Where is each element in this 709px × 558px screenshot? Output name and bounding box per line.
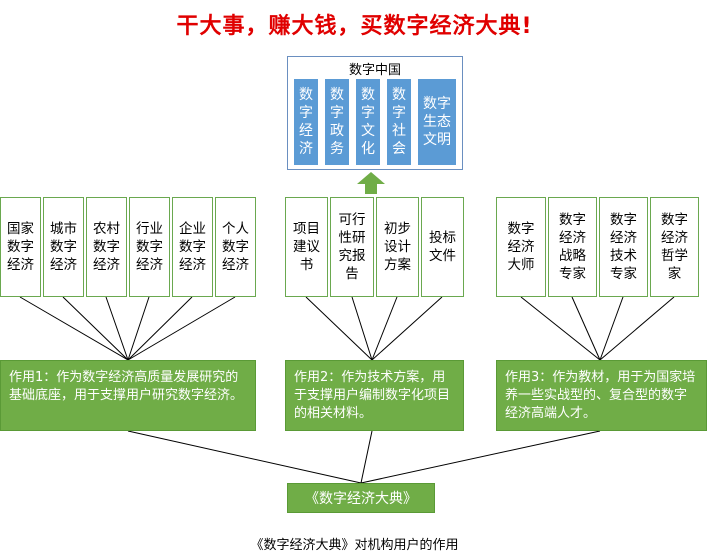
box-tech-expert: 数字经济技术专家 bbox=[599, 197, 648, 297]
role-1-box: 作用1：作为数字经济高质量发展研究的基础底座，用于支撑用户研究数字经济。 bbox=[0, 360, 256, 431]
box-national: 国家数字经济 bbox=[0, 197, 41, 297]
headline: 干大事，赚大钱，买数字经济大典! bbox=[176, 14, 533, 39]
role-1-text: 作用1：作为数字经济高质量发展研究的基础底座，用于支撑用户研究数字经济。 bbox=[9, 370, 244, 403]
role-2-box: 作用2：作为技术方案，用于支撑用户编制数字化项目的相关材料。 bbox=[285, 360, 464, 431]
digital-ecology-box: 数字生态文明 bbox=[418, 79, 456, 165]
digital-economy-box: 数字经济 bbox=[294, 79, 318, 165]
box-proposal: 项目建议书 bbox=[285, 197, 328, 297]
box-philosopher: 数字经济哲学家 bbox=[650, 197, 699, 297]
role-3-box: 作用3：作为教材，用于为国家培养一些实战型的、复合型的数字经济高端人才。 bbox=[496, 360, 707, 431]
box-bid: 投标文件 bbox=[421, 197, 464, 297]
digital-china-title: 数字中国 bbox=[348, 63, 401, 78]
digital-society-box: 数字社会 bbox=[387, 79, 411, 165]
box-strategy-expert: 数字经济战略专家 bbox=[548, 197, 597, 297]
box-city: 城市数字经济 bbox=[43, 197, 84, 297]
box-personal: 个人数字经济 bbox=[215, 197, 256, 297]
box-design: 初步设计方案 bbox=[376, 197, 419, 297]
digital-china-box: 数字中国 数字经济 数字政务 数字文化 数字社会 数字生态文明 bbox=[287, 56, 463, 170]
up-arrow-icon bbox=[357, 172, 385, 194]
box-master: 数字经济大师 bbox=[496, 197, 546, 297]
box-industry: 行业数字经济 bbox=[129, 197, 170, 297]
box-feasibility: 可行性研究报告 bbox=[330, 197, 374, 297]
box-enterprise: 企业数字经济 bbox=[172, 197, 213, 297]
digital-culture-box: 数字文化 bbox=[356, 79, 380, 165]
figure-caption: 《数字经济大典》对机构用户的作用 bbox=[250, 538, 459, 553]
role-2-text: 作用2：作为技术方案，用于支撑用户编制数字化项目的相关材料。 bbox=[294, 370, 451, 421]
digital-government-box: 数字政务 bbox=[325, 79, 349, 165]
digital-economy-canon-box: 《数字经济大典》 bbox=[287, 483, 435, 513]
role-3-text: 作用3：作为教材，用于为国家培养一些实战型的、复合型的数字经济高端人才。 bbox=[505, 370, 696, 421]
box-rural: 农村数字经济 bbox=[86, 197, 127, 297]
